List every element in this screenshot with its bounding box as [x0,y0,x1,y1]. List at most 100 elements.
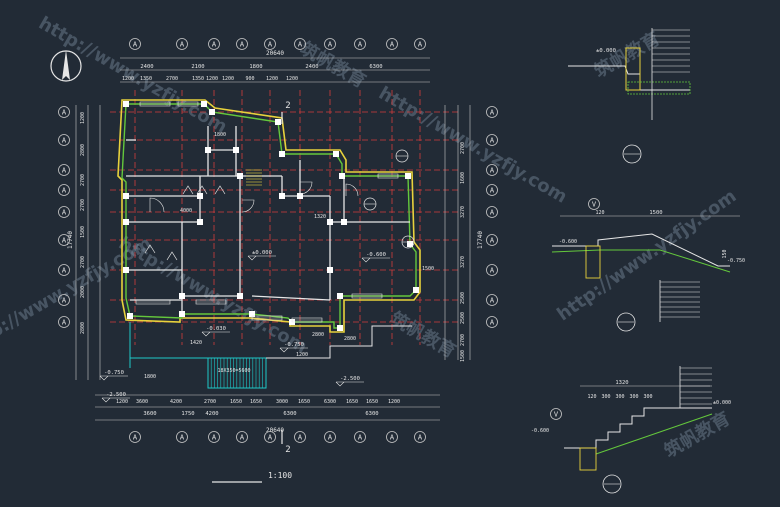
wall-column [123,101,129,107]
axis-bubble-left-label: A [62,137,67,145]
axis-bubble-left: A [58,164,70,176]
detail-1-level: ±0.000 [596,48,616,54]
axis-bubble-top: A [236,38,248,50]
wall-column [407,241,413,247]
detail-3-footing [579,447,597,471]
axis-bubble-top: A [294,38,306,50]
axis-bubble-top-circle [176,38,188,50]
dimension-text: 1200 [388,399,400,405]
axis-bubble-left-label: A [62,237,67,245]
axis-bubble-right-label: A [490,209,495,217]
dimension-text: 900 [245,76,254,82]
axis-bubble-top-label: A [390,41,395,49]
axis-bubble-right: A [486,164,498,176]
wall-column [413,287,419,293]
axis-bubble-left: A [58,106,70,118]
wall-column [341,219,347,225]
axis-bubble-right: A [486,294,498,306]
dimension-text: 2700 [80,256,86,268]
axis-bubble-left-label: A [62,267,67,275]
axis-bubble-left-label: A [62,109,67,117]
wall-column [197,193,203,199]
axis-bubble-right-circle [486,294,498,306]
axis-bubble-top-label: A [418,41,423,49]
axis-bubble-right-circle [486,184,498,196]
detail-1-footing [627,81,691,95]
interior-wall [251,295,331,301]
axis-bubble-top-label: A [180,41,185,49]
dimension-text: 1650 [230,399,242,405]
axis-bubble-left-circle [58,164,70,176]
wall-column [205,147,211,153]
axis-bubble-bottom-label: A [212,434,217,442]
dimensions [75,57,471,421]
axis-bubble-right: A [486,206,498,218]
dimension-text: 2800 [312,332,324,338]
detail-3-step-dim: 300 [601,394,610,400]
level-text: -0.600 [366,252,386,258]
axis-bubble-bottom-label: A [298,434,303,442]
level-mark-icon [101,397,130,403]
dimension-text: 3270 [460,256,466,268]
detail-2-callout-icon [616,312,636,332]
axis-bubble-right-label: A [490,167,495,175]
level-mark-icon [279,347,308,353]
axis-bubble-right-circle [486,134,498,146]
wall-column [179,293,185,299]
dimension-text: 1600 [460,172,466,184]
dimension-text: 1200 [222,76,234,82]
axis-bubble-right-circle [486,164,498,176]
dimension-text: 2400 [305,64,318,70]
detail-3-axis-bubble-circle [550,408,562,420]
level-text: -0.030 [206,326,226,332]
detail-3-step-dim: 300 [643,394,652,400]
section-mark-bottom: 2 [285,445,290,455]
slope-arrow-icon [214,185,226,195]
dimension-text: 2500 [460,292,466,304]
axis-bubble-left-label: A [62,167,67,175]
dimension-text: 1200 [116,399,128,405]
dimension-text: 1500 [460,350,466,362]
axis-bubble-top-circle [386,38,398,50]
axis-bubble-right: A [486,264,498,276]
axis-bubble-top: A [176,38,188,50]
watermark-text: http://www.yzfjy.com [0,233,155,358]
wall-column [275,119,281,125]
axis-bubble-right: A [486,106,498,118]
total-depth-label-right: 17740 [477,231,484,249]
watermark-text: 筑帆教育 [590,27,663,82]
axis-bubble-bottom: A [176,431,188,443]
level-mark-icon [201,331,230,337]
axis-grid [110,90,460,345]
detail-1 [568,28,691,164]
axis-bubble-right: A [486,134,498,146]
axis-bubble-bottom: A [414,431,426,443]
dimension-text: 2700 [80,174,86,186]
dimension-text: 2000 [80,286,86,298]
axis-bubble-left-circle [58,206,70,218]
dimension-text: 3600 [143,411,156,417]
slope-arrow-icon [144,244,156,254]
level-text: ±0.000 [252,250,272,256]
detail-2-span: 1500 [649,210,662,216]
detail-2-left-dim: 120 [595,210,604,216]
watermark-text: http://www.yzfjy.com [553,186,740,326]
axis-bubble-left: A [58,184,70,196]
dimension-text: 4000 [180,208,192,214]
axis-bubble-left-label: A [62,319,67,327]
axis-bubble-left-label: A [62,209,67,217]
scale-label: 1:100 [268,471,292,480]
axis-bubble-bottom: A [294,431,306,443]
dimension-text: 1650 [250,399,262,405]
axis-bubble-bottom-circle [236,431,248,443]
axis-bubble-top-label: A [268,41,273,49]
building-outline-yellow [117,99,421,333]
detail-2-level-right: -0.750 [727,258,745,264]
axis-bubble-left-circle [58,294,70,306]
axis-bubble-left-circle [58,316,70,328]
axis-bubble-top: A [386,38,398,50]
axis-bubble-bottom-circle [324,431,336,443]
dimension-text: 3600 [136,399,148,405]
dimension-text: 1200 [122,76,134,82]
